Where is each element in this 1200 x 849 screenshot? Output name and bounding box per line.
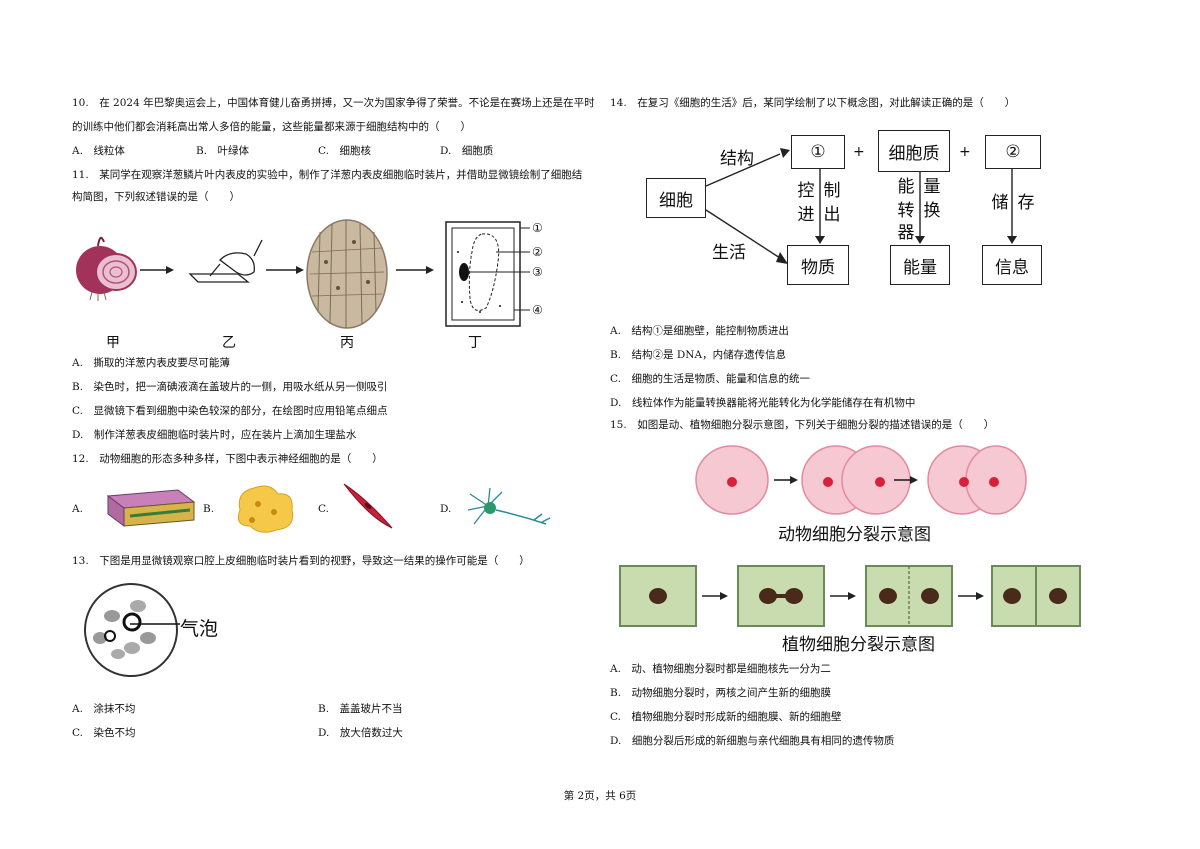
microscope-view-image <box>306 219 388 329</box>
q10-option-d: D. 细胞质 <box>440 145 494 157</box>
cell-label-2: ② <box>532 245 543 259</box>
q13-option-a: A. 涂抹不均 <box>72 703 136 715</box>
q11-option-c: C. 显微镜下看到细胞中染色较深的部分，在绘图时应用铅笔点细点 <box>72 405 388 417</box>
figure-label-yi: 乙 <box>222 335 236 351</box>
figure-label-bing: 丙 <box>340 335 354 351</box>
cell-label-1: ① <box>532 221 543 235</box>
q14-stem: 14. 在复习《细胞的生活》后，某同学绘制了以下概念图，对此解读正确的是（ ） <box>610 97 1016 109</box>
plant-division-caption: 植物细胞分裂示意图 <box>782 635 935 655</box>
plant-cell-division-image <box>619 565 1081 627</box>
concept-box-1: ① <box>791 135 845 169</box>
bubble-pointer-line <box>130 623 180 625</box>
q11-stem-line1: 11. 某同学在观察洋葱鳞片叶内表皮的实验中，制作了洋葱内表皮细胞临时装片，并借… <box>72 169 583 181</box>
bubble-label: 气泡 <box>180 618 219 640</box>
figure-label-jia: 甲 <box>106 335 120 351</box>
concept-label-control-3: 进 <box>797 205 815 225</box>
q13-stem: 13. 下图是用显微镜观察口腔上皮细胞临时装片看到的视野，导致这一结果的操作可能… <box>72 555 530 567</box>
concept-label-control-2: 制 <box>823 181 841 201</box>
concept-label-life: 生活 <box>712 243 746 263</box>
animal-division-caption: 动物细胞分裂示意图 <box>778 525 931 545</box>
concept-label-store-1: 储 <box>991 193 1009 213</box>
q11-option-b: B. 染色时，把一滴碘液滴在盖玻片的一侧，用吸水纸从另一侧吸引 <box>72 381 388 393</box>
q11-figure <box>76 219 530 329</box>
q12-option-c: C. <box>318 503 329 515</box>
q10-option-a: A. 线粒体 <box>72 145 125 157</box>
nerve-cell-image <box>467 487 551 525</box>
tweezers-hand-image <box>188 239 263 283</box>
concept-box-cell: 细胞 <box>646 178 706 218</box>
cell-label-3: ③ <box>532 265 543 279</box>
q10-stem-line2: 的训练中他们都会消耗高出常人多倍的能量，这些能量都来源于细胞结构中的（ ） <box>72 121 471 133</box>
q15-stem: 15. 如图是动、植物细胞分裂示意图，下列关于细胞分裂的描述错误的是（ ） <box>610 419 995 431</box>
concept-label-control-4: 出 <box>823 205 841 225</box>
concept-box-2: ② <box>985 135 1041 169</box>
concept-label-control-1: 控 <box>797 181 815 201</box>
q11-stem-line2: 构简图，下列叙述错误的是（ ） <box>72 191 240 203</box>
q15-option-d: D. 细胞分裂后形成的新细胞与亲代细胞具有相同的遗传物质 <box>610 735 895 747</box>
q15-option-c: C. 植物细胞分裂时形成新的细胞膜、新的细胞壁 <box>610 711 842 723</box>
onion-image <box>76 236 137 301</box>
concept-plus-2: + <box>959 144 971 160</box>
concept-label-energy-5: 器 <box>897 223 915 243</box>
concept-label-energy-2: 量 <box>923 177 941 197</box>
q12-option-b: B. <box>203 503 215 515</box>
concept-label-structure: 结构 <box>720 149 754 169</box>
concept-label-energy-3: 转 <box>897 201 915 221</box>
figure-label-ding: 丁 <box>468 335 482 351</box>
microscope-field-image <box>84 583 178 677</box>
q10-option-c: C. 细胞核 <box>318 145 371 157</box>
q10-option-b: B. 叶绿体 <box>196 145 250 157</box>
cell-label-4: ④ <box>532 303 543 317</box>
concept-box-matter: 物质 <box>787 245 849 285</box>
q13-option-c: C. 染色不均 <box>72 727 136 739</box>
concept-label-energy-1: 能 <box>897 177 915 197</box>
concept-box-energy: 能量 <box>890 245 950 285</box>
concept-map-arrows <box>705 148 1017 264</box>
page-footer: 第 2页，共 6页 <box>563 790 637 802</box>
q13-option-d: D. 放大倍数过大 <box>318 727 403 739</box>
q15-option-b: B. 动物细胞分裂时，两核之间产生新的细胞膜 <box>610 687 832 699</box>
q13-option-b: B. 盖盖玻片不当 <box>318 703 403 715</box>
q12-option-a: A. <box>72 503 83 515</box>
q12-option-d: D. <box>440 503 452 515</box>
q10-stem-line1: 10. 在 2024 年巴黎奥运会上，中国体育健儿奋勇拼搏，又一次为国家争得了荣… <box>72 97 595 109</box>
concept-plus-1: + <box>853 144 865 160</box>
concept-label-store-2: 存 <box>1017 193 1035 213</box>
cell-diagram <box>445 221 530 327</box>
concept-box-cytoplasm: 细胞质 <box>878 130 950 172</box>
epithelial-tissue-image <box>106 489 196 527</box>
muscle-cell-image <box>343 483 393 529</box>
q11-option-a: A. 撕取的洋葱内表皮要尽可能薄 <box>72 357 230 369</box>
q14-option-c: C. 细胞的生活是物质、能量和信息的统一 <box>610 373 810 385</box>
animal-cell-division-image <box>695 445 1027 515</box>
q12-stem: 12. 动物细胞的形态多种多样，下图中表示神经细胞的是（ ） <box>72 453 383 465</box>
concept-label-energy-4: 换 <box>923 201 941 221</box>
concept-box-info: 信息 <box>982 245 1042 285</box>
fat-cells-image <box>237 485 294 533</box>
q14-option-a: A. 结构①是细胞壁，能控制物质进出 <box>610 325 789 337</box>
q11-option-d: D. 制作洋葱表皮细胞临时装片时，应在装片上滴加生理盐水 <box>72 429 357 441</box>
q14-option-d: D. 线粒体作为能量转换器能将光能转化为化学能储存在有机物中 <box>610 397 916 409</box>
q15-option-a: A. 动、植物细胞分裂时都是细胞核先一分为二 <box>610 663 831 675</box>
q14-option-b: B. 结构②是 DNA，内储存遗传信息 <box>610 349 787 361</box>
